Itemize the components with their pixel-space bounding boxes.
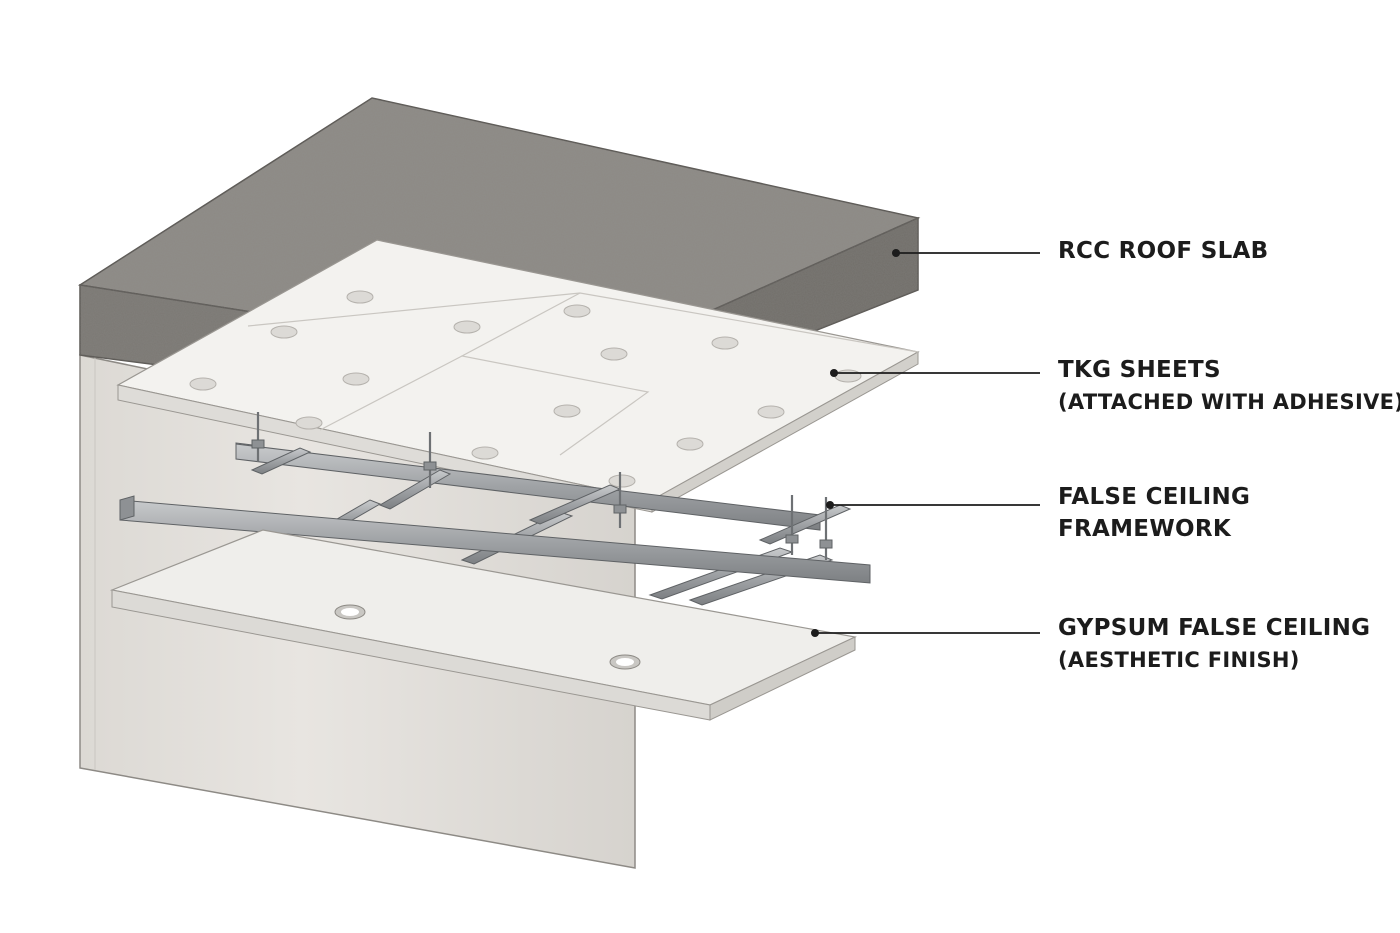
tkg-sheets-note: (ATTACHED WITH ADHESIVE) bbox=[1058, 390, 1400, 414]
recessed-light-icon bbox=[334, 604, 366, 620]
false-ceiling-framework bbox=[119, 412, 871, 606]
framework-label-line1: FALSE CEILING bbox=[1058, 484, 1251, 510]
rcc-roof-slab-label: RCC ROOF SLAB bbox=[1058, 238, 1269, 264]
recessed-light-icon bbox=[609, 654, 641, 670]
tkg-sheets-label: TKG SHEETS bbox=[1058, 357, 1221, 383]
framework-label-line2: FRAMEWORK bbox=[1058, 516, 1231, 542]
gypsum-label-line2: (AESTHETIC FINISH) bbox=[1058, 648, 1300, 672]
gypsum-false-ceiling bbox=[109, 529, 857, 721]
gypsum-label-line1: GYPSUM FALSE CEILING bbox=[1058, 615, 1371, 641]
